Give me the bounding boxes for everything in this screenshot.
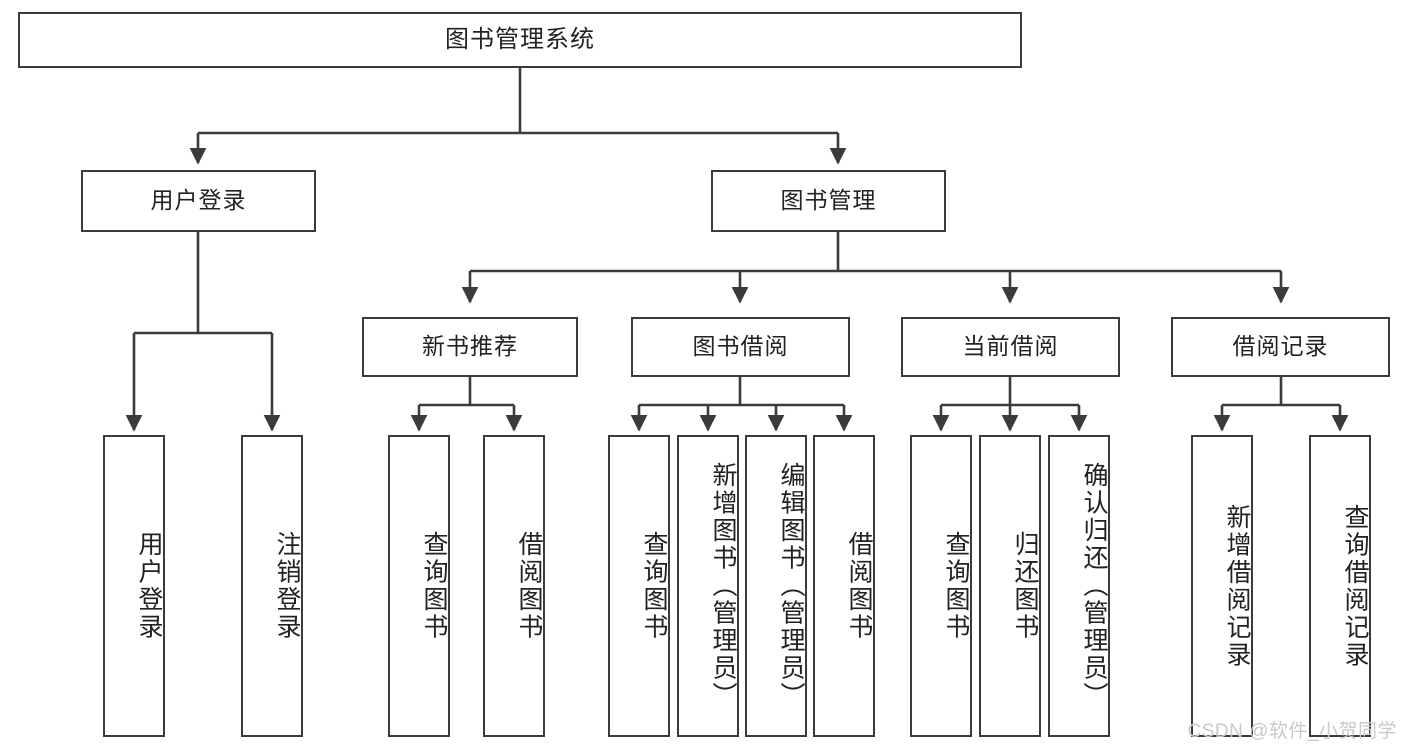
node-borrow-records[interactable]: 借阅记录 (1171, 317, 1390, 377)
leaf-label: 归还图书 (1011, 531, 1039, 641)
leaf-query-borrow-record[interactable]: 查询借阅记录 (1309, 435, 1371, 737)
node-book-borrow[interactable]: 图书借阅 (631, 317, 850, 377)
leaf-user-login[interactable]: 用户登录 (103, 435, 165, 737)
leaf-label: 新增借阅记录 (1223, 503, 1251, 669)
leaf-return-book[interactable]: 归还图书 (979, 435, 1041, 737)
node-root-system[interactable]: 图书管理系统 (18, 12, 1022, 68)
leaf-label: 查询图书 (640, 531, 668, 641)
node-user-login[interactable]: 用户登录 (81, 170, 316, 232)
leaf-label: 查询借阅记录 (1341, 503, 1369, 669)
node-current-borrow[interactable]: 当前借阅 (901, 317, 1120, 377)
leaf-label: 用户登录 (135, 531, 163, 641)
leaf-add-borrow-record[interactable]: 新增借阅记录 (1191, 435, 1253, 737)
leaf-query-books-borrow[interactable]: 查询图书 (608, 435, 670, 737)
leaf-edit-book-admin[interactable]: 编辑图书（管理员） (745, 435, 807, 737)
leaf-label: 新增图书（管理员） (709, 462, 737, 710)
leaf-label: 查询图书 (420, 531, 448, 641)
leaf-confirm-return-admin[interactable]: 确认归还（管理员） (1048, 435, 1110, 737)
node-new-book-recommend[interactable]: 新书推荐 (362, 317, 578, 377)
leaf-logout[interactable]: 注销登录 (241, 435, 303, 737)
node-book-management[interactable]: 图书管理 (711, 170, 946, 232)
leaf-label: 查询图书 (942, 531, 970, 641)
leaf-query-books-current[interactable]: 查询图书 (910, 435, 972, 737)
csdn-watermark: CSDN @软件_小贺同学 (1187, 721, 1397, 742)
leaf-label: 借阅图书 (845, 531, 873, 641)
leaf-label: 借阅图书 (515, 531, 543, 641)
leaf-add-book-admin[interactable]: 新增图书（管理员） (677, 435, 739, 737)
leaf-label: 确认归还（管理员） (1080, 462, 1108, 710)
leaf-borrow-books-new[interactable]: 借阅图书 (483, 435, 545, 737)
leaf-query-books-new[interactable]: 查询图书 (388, 435, 450, 737)
leaf-label: 注销登录 (273, 531, 301, 641)
leaf-label: 编辑图书（管理员） (777, 462, 805, 710)
leaf-borrow-book[interactable]: 借阅图书 (813, 435, 875, 737)
